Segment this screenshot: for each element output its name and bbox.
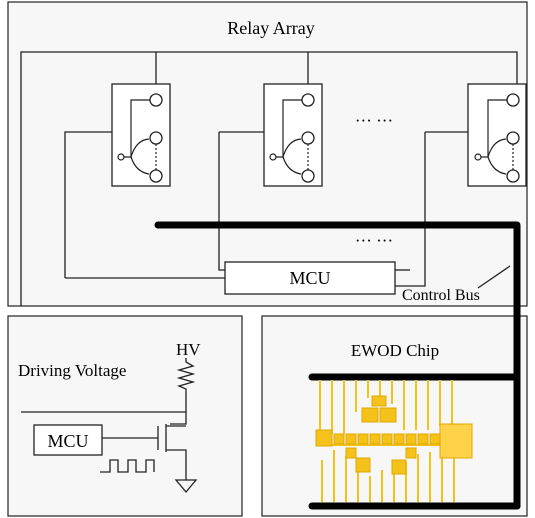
pad-row-7: [405, 433, 417, 445]
pad-top-c: [371, 395, 387, 407]
relay-3-switch-arrow: [487, 138, 507, 175]
hv-resistor: [176, 358, 196, 400]
control-bus-trunk: [154, 221, 521, 510]
relay-2-contact-mid: [301, 131, 315, 145]
control-bus-leader: [477, 265, 511, 289]
control-bus: [154, 221, 521, 510]
relay-mcu: MCU: [224, 261, 396, 295]
relay-ellipsis-bottom: ··· ···: [355, 231, 393, 250]
pad-row-4: [369, 433, 381, 445]
relay-2-contact-top: [301, 93, 315, 107]
driving-voltage-panel: Driving Voltage: [7, 315, 243, 517]
relay-1-arm: [124, 99, 150, 158]
ewod-title: EWOD Chip: [351, 341, 439, 360]
mcu-feed-1: [218, 132, 225, 271]
relay-3-contact-mid: [506, 131, 520, 145]
driving-voltage-title: Driving Voltage: [18, 361, 126, 380]
driving-voltage-panel-frame: [7, 315, 243, 517]
driving-mcu-box: [33, 424, 103, 456]
ground-symbol: [174, 479, 198, 494]
pad-row-5: [381, 433, 393, 445]
driving-circuit: HV: [21, 340, 201, 494]
pad-left: [315, 429, 333, 447]
hv-label: HV: [176, 340, 201, 359]
pad-top-b: [379, 407, 397, 423]
pad-reservoir: [439, 423, 473, 459]
ewod-chip-layout: [315, 380, 473, 502]
relay-1-pole: [117, 153, 125, 161]
relay-1-switch-arrow: [130, 138, 150, 175]
relay-1-contact-top: [149, 93, 163, 107]
relay-3-contact-bottom: [506, 169, 520, 183]
control-bus-label: Control Bus: [402, 287, 480, 304]
relay-3-contact-top: [506, 93, 520, 107]
pad-row-9: [429, 433, 441, 445]
relay-2: [263, 83, 323, 187]
pad-row-3: [357, 433, 369, 445]
pad-row-1: [333, 433, 345, 445]
pad-bottom-b: [391, 459, 407, 475]
mcu-feed-2: [395, 132, 426, 287]
top-common-wire: [20, 51, 518, 306]
relay-2-contact-bottom: [301, 169, 315, 183]
driving-mcu: MCU: [33, 424, 103, 456]
relay-1-contact-mid: [149, 131, 163, 145]
transistor-source: [166, 449, 187, 480]
pad-top-a: [361, 407, 379, 423]
pad-row-6: [393, 433, 405, 445]
relay-mcu-label: MCU: [289, 268, 330, 288]
relay-ellipsis-top: ··· ···: [355, 111, 393, 130]
relay-3-arm: [481, 99, 507, 158]
relay-array-title: Relay Array: [227, 18, 314, 38]
driving-mcu-label: MCU: [47, 431, 88, 451]
pole-wire-loop: [64, 131, 112, 278]
pad-bottom-d: [405, 447, 417, 459]
relay-1-contact-bottom: [149, 169, 163, 183]
relay-mcu-box: [224, 261, 396, 295]
pad-bottom-c: [345, 447, 357, 459]
pad-row-8: [417, 433, 429, 445]
ewod-pads: [315, 395, 473, 475]
relay-2-switch-arrow: [282, 138, 302, 175]
relay-3: [467, 83, 527, 187]
pad-bottom-a: [355, 457, 371, 473]
relay-2-arm: [276, 99, 302, 158]
relay-2-pole: [269, 153, 277, 161]
drain-wire: [170, 412, 187, 425]
relay-1: [111, 83, 171, 187]
pwm-pulse: [100, 459, 155, 473]
pad-row-2: [345, 433, 357, 445]
relay-3-pole: [474, 153, 482, 161]
